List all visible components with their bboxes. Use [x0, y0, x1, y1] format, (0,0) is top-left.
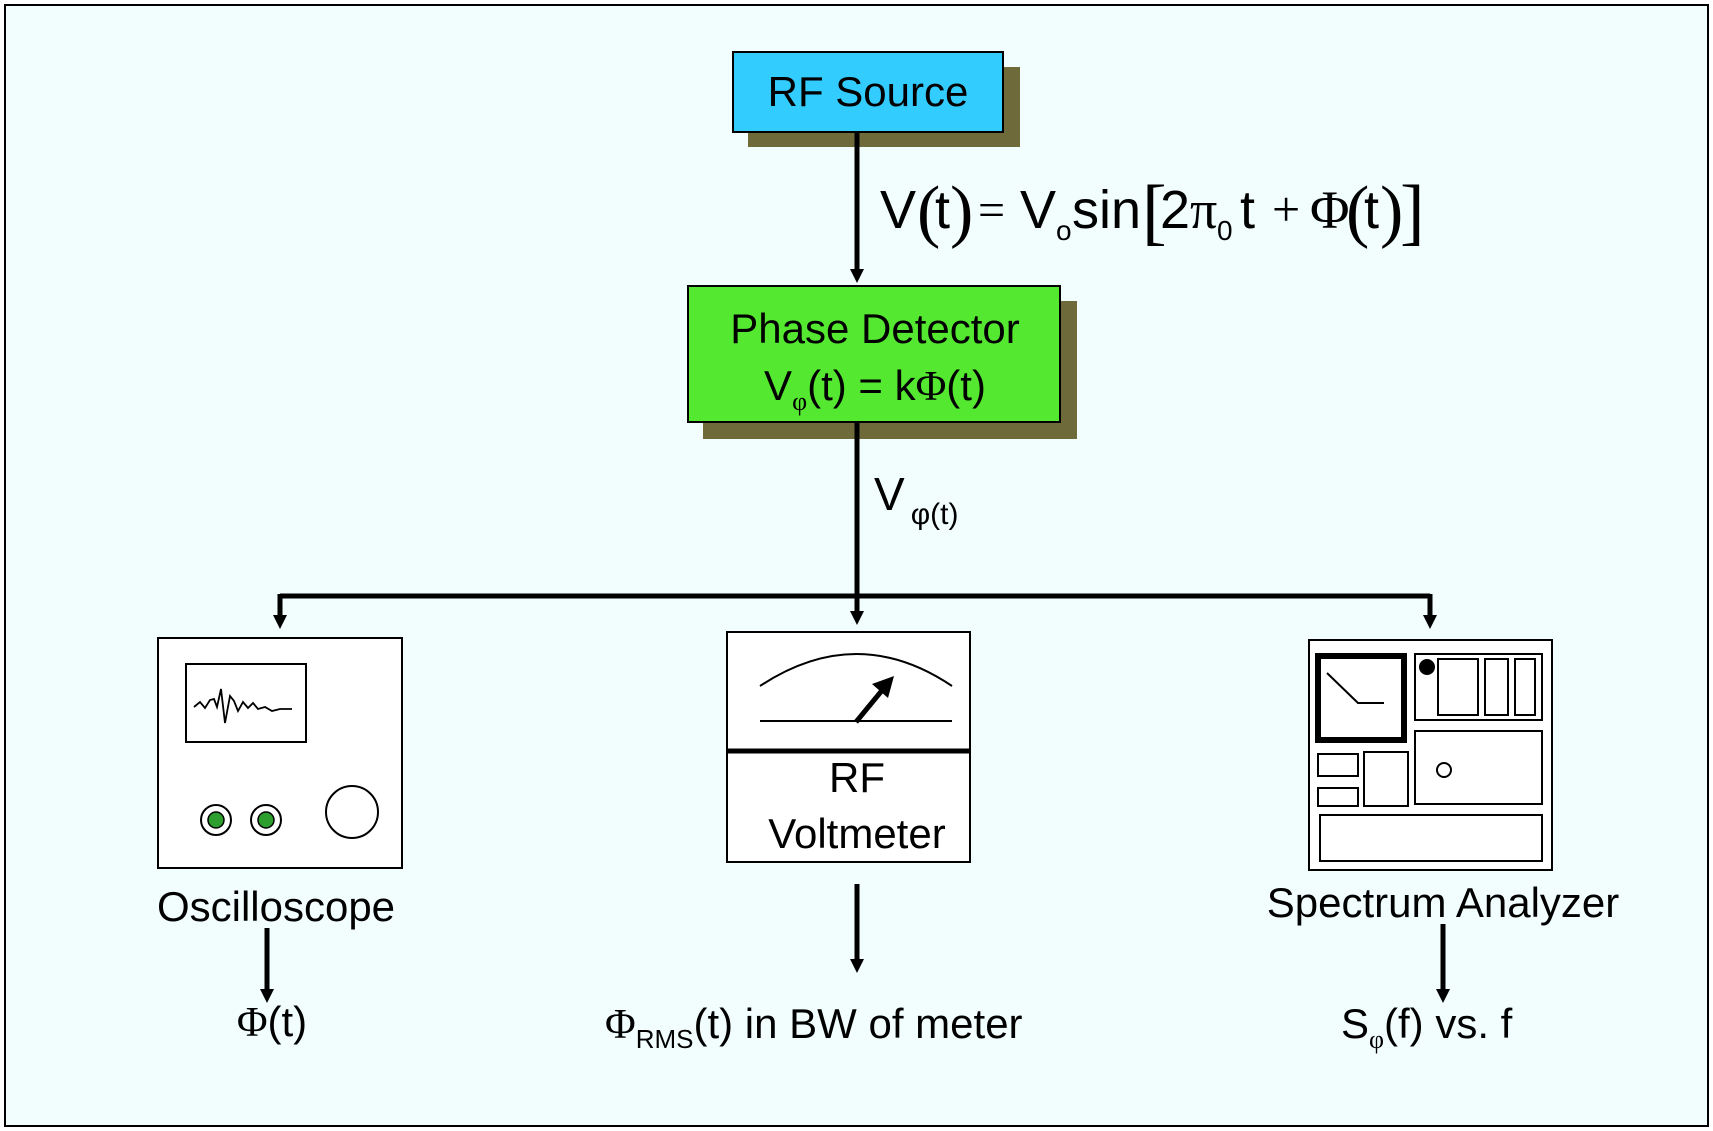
- eq-bracket-close: ]: [1400, 171, 1425, 253]
- phase-detector-box: [687, 285, 1061, 423]
- phase-detector-block: Phase Detector Vφ(t) = kΦ(t): [687, 285, 1077, 439]
- scope-input-knob-1: [207, 811, 225, 829]
- pd-rest-a: (t) = k: [807, 362, 917, 409]
- analyzer-slot-1: [1437, 658, 1479, 716]
- eq-vo: V: [1020, 180, 1056, 240]
- out-sub: φ(t): [911, 498, 959, 531]
- voltmeter-label-line1: RF: [829, 754, 885, 801]
- phase-detector-title: Phase Detector: [730, 305, 1020, 352]
- scope-large-dial: [325, 785, 379, 839]
- voltmeter-needle: [854, 686, 886, 724]
- oscilloscope-result: Φ(t): [237, 998, 307, 1046]
- eq-plus: +: [1272, 181, 1300, 237]
- eq-paren-open-2: (: [1346, 173, 1369, 250]
- eq-two: 2: [1160, 180, 1190, 240]
- eq-bracket-open: [: [1142, 171, 1167, 253]
- eq-paren-close-1: ): [950, 173, 973, 250]
- analyzer-trace: [1326, 672, 1384, 704]
- eq-t2: t: [1240, 180, 1255, 240]
- eq-paren-open-1: (: [917, 173, 940, 250]
- pd-v: V: [764, 362, 792, 409]
- out-v: V: [874, 468, 905, 520]
- oscilloscope-label: Oscilloscope: [157, 883, 395, 930]
- sa-result-s: S: [1341, 1000, 1369, 1047]
- analyzer-slot-2: [1484, 658, 1509, 716]
- voltmeter-result: ΦRMS(t) in BW of meter: [605, 1000, 1023, 1054]
- vm-result-rest: (t) in BW of meter: [693, 1000, 1022, 1047]
- rf-source-box: [732, 51, 1004, 133]
- osc-result-phi: Φ: [237, 1000, 268, 1046]
- rf-voltmeter-block: RF Voltmeter ΦRMS(t) in BW of meter: [605, 631, 1023, 1054]
- analyzer-key-2: [1317, 787, 1359, 807]
- eq-paren-close-2: ): [1380, 173, 1403, 250]
- voltmeter-body: [726, 631, 971, 863]
- vm-result-sub: RMS: [636, 1024, 694, 1054]
- rf-source-label: RF Source: [768, 68, 969, 115]
- analyzer-key-3: [1363, 751, 1409, 807]
- eq-phi: Φ: [1310, 180, 1349, 240]
- phase-detector-formula: Vφ(t) = kΦ(t): [764, 362, 986, 416]
- scope-input-knob-2: [257, 811, 275, 829]
- spectrum-analyzer-label: Spectrum Analyzer: [1267, 879, 1620, 926]
- voltmeter-label-line2: Voltmeter: [768, 810, 945, 857]
- voltmeter-needle-tip: [872, 676, 894, 698]
- eq-sin: sin: [1072, 180, 1141, 240]
- eq-t3: t: [1364, 180, 1379, 240]
- osc-result-rest: (t): [268, 998, 308, 1045]
- eq-t: t: [935, 180, 950, 240]
- eq-equals: =: [978, 184, 1005, 237]
- analyzer-slot-3: [1514, 658, 1536, 716]
- pd-rest-b: (t): [946, 362, 986, 409]
- eq-pi: π: [1190, 180, 1217, 240]
- sa-result-sub: φ: [1369, 1025, 1384, 1054]
- voltmeter-scale-arc: [759, 653, 953, 687]
- oscilloscope-trace: [193, 688, 292, 724]
- sa-result-rest: (f) vs. f: [1384, 1000, 1513, 1047]
- analyzer-screen: [1315, 653, 1407, 743]
- vm-result-phi: Φ: [605, 1002, 636, 1048]
- analyzer-indicator-dot: [1419, 659, 1435, 675]
- analyzer-result: Sφ(f) vs. f: [1341, 1000, 1513, 1054]
- analyzer-key-1: [1317, 753, 1359, 777]
- spectrum-analyzer-block: Spectrum Analyzer Sφ(f) vs. f: [1267, 639, 1620, 1054]
- pd-phi: Φ: [916, 364, 947, 410]
- rf-source-block: RF Source: [732, 51, 1020, 147]
- oscilloscope-block: Oscilloscope Φ(t): [157, 637, 403, 1046]
- oscilloscope-screen: [185, 663, 307, 743]
- analyzer-small-knob: [1436, 762, 1452, 778]
- signal-equation: V ( t ) = V o sin [ 2 π 0 t + Φ ( t ) ]: [880, 171, 1425, 253]
- pd-sub: φ: [792, 387, 807, 416]
- eq-vo-sub: o: [1056, 215, 1072, 246]
- eq-pi-sub: 0: [1217, 215, 1233, 246]
- eq-v: V: [880, 180, 916, 240]
- analyzer-bottom-panel: [1319, 814, 1543, 862]
- analyzer-panel-mid-right: [1414, 730, 1543, 805]
